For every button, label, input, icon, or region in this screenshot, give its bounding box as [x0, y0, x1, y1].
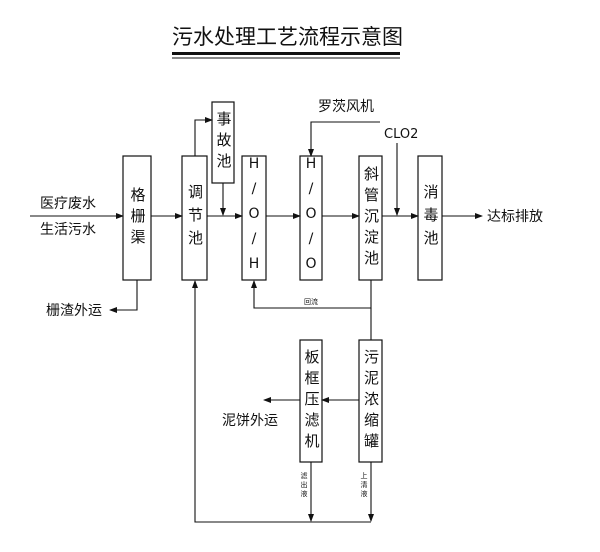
- hoh-tank-label: H/O/H: [246, 155, 262, 281]
- disinfection-tank-label: 消毒池: [421, 183, 440, 253]
- equalization-tank-box: [181, 155, 208, 281]
- air-supply-arrow: [308, 121, 380, 157]
- flow-to-emergency-tank: [194, 117, 213, 156]
- emergency-tank-label: 事故池: [214, 111, 233, 174]
- blower-label: 罗茨风机: [318, 99, 374, 115]
- chlorine-label: CLO2: [384, 127, 418, 142]
- sludge-cake-label: 泥饼外运: [222, 413, 278, 429]
- settling-tank-label: 斜管沉淀池: [362, 165, 380, 271]
- supernatant-label: 上清液: [360, 472, 368, 499]
- title-underline-thick: [172, 52, 400, 55]
- screenings-arrow: [109, 280, 138, 313]
- screenings-label: 栅渣外运: [46, 303, 102, 319]
- filter-press-label: 板框压滤机: [302, 348, 321, 454]
- diagram-title: 污水处理工艺流程示意图: [172, 25, 403, 49]
- disinfection-tank-box: [417, 155, 443, 281]
- discharge-label: 达标排放: [487, 209, 543, 225]
- return-flow-arrow: [251, 280, 372, 309]
- hoo-tank-label: H/O/O: [303, 155, 319, 281]
- equalization-tank-label: 调节池: [186, 183, 204, 253]
- input-medical-wastewater: 医疗废水: [40, 196, 96, 212]
- return-flow-label: 回流: [304, 297, 318, 306]
- input-domestic-sewage: 生活污水: [40, 222, 96, 238]
- sludge-thickener-label: 污泥浓缩罐: [362, 348, 380, 454]
- bottom-return-line: [192, 280, 371, 523]
- screen-channel-label: 格栅渠: [128, 186, 147, 250]
- filtrate-label: 滤出液: [300, 472, 308, 499]
